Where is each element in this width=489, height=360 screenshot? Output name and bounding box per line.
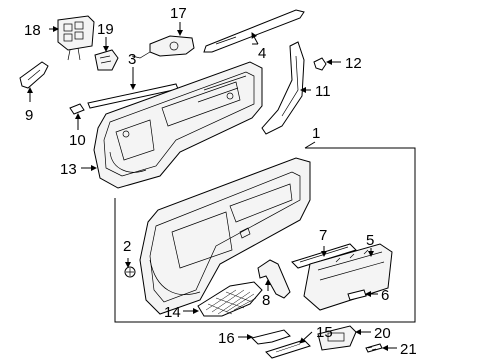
callout-15: 15: [316, 324, 333, 341]
callout-13: 13: [60, 161, 77, 178]
callout-14: 14: [164, 304, 181, 321]
callout-20: 20: [374, 325, 391, 342]
pull-handle-part: [257, 259, 291, 299]
door-trim-panel: [139, 157, 311, 315]
handle-bezel-part: [317, 325, 357, 351]
callout-10: 10: [69, 132, 86, 149]
callout-21: 21: [400, 341, 417, 358]
callout-12: 12: [345, 55, 362, 72]
callout-1: 1: [312, 125, 320, 142]
callout-5: 5: [366, 232, 374, 249]
small-switch-part: [94, 49, 119, 71]
assembly-box: [114, 147, 416, 323]
handle-bracket-part: [131, 35, 195, 59]
fastener-part: [124, 266, 136, 278]
callout-17: 17: [170, 5, 187, 22]
callout-8: 8: [262, 292, 270, 309]
belt-moulding-part: [203, 9, 305, 53]
bracket-part: [251, 329, 291, 345]
clip-part: [69, 103, 85, 115]
callout-7: 7: [319, 227, 327, 244]
cover-part: [265, 339, 311, 359]
callout-2: 2: [123, 238, 131, 255]
callout-11: 11: [315, 83, 331, 100]
pillar-trim-part: [261, 41, 305, 135]
small-clip-part: [313, 57, 327, 71]
callout-19: 19: [97, 21, 114, 38]
callout-6: 6: [381, 287, 389, 304]
screw-part: [365, 343, 383, 353]
callout-3: 3: [128, 51, 136, 68]
door-inner-panel: [93, 61, 263, 189]
callout-9: 9: [25, 107, 33, 124]
speaker-grille-part: [197, 281, 263, 317]
callout-16: 16: [218, 330, 235, 347]
switch-module-part: [57, 15, 95, 61]
callout-18: 18: [24, 22, 41, 39]
callout-4: 4: [258, 45, 266, 62]
